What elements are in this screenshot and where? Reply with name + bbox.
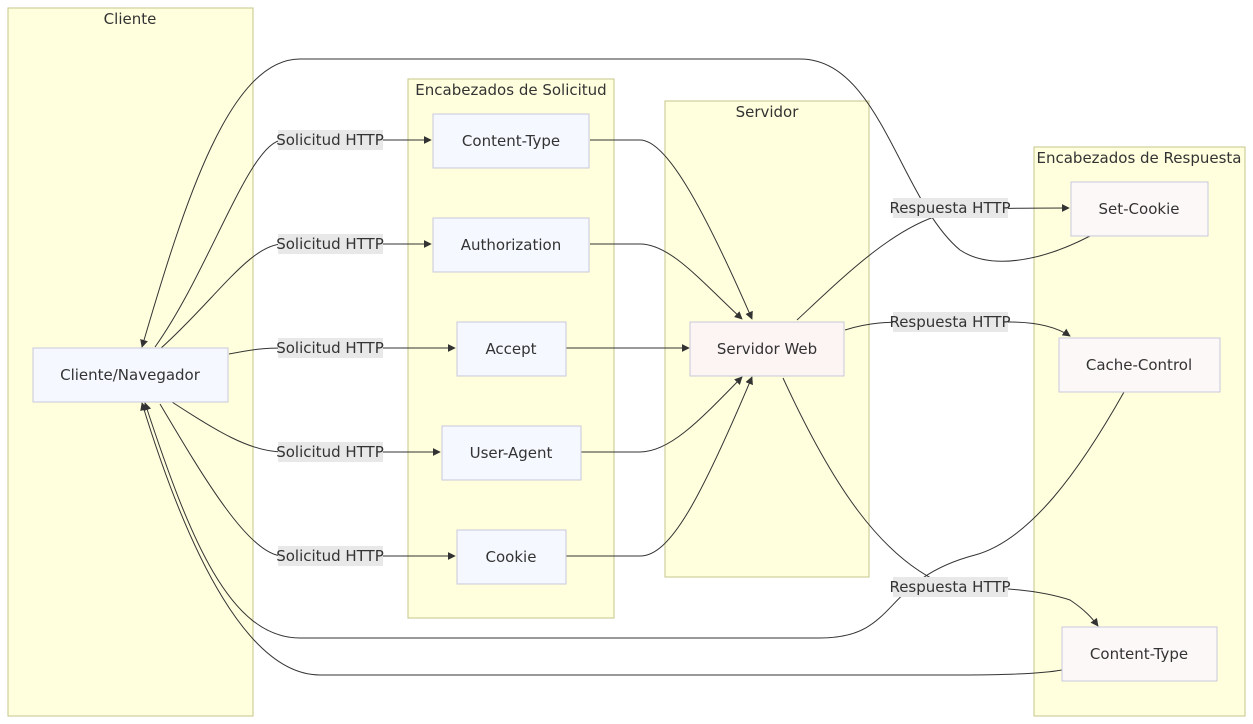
edge-label-response-1: Respuesta HTTP [889,198,1011,218]
edge-label-request-1-text: Solicitud HTTP [276,131,384,149]
edge-label-response-3-text: Respuesta HTTP [889,578,1010,596]
node-browser-label: Cliente/Navegador [60,366,201,384]
edge-set-cookie-to-browser [140,58,1091,348]
edge-cache-control-to-browser [143,391,1125,639]
cluster-response-headers-box [1033,146,1246,717]
edge-label-request-3-bg [278,338,383,358]
node-user-agent-box[interactable] [441,425,582,481]
edge-label-request-1-bg [278,130,383,150]
cluster-response-headers-title: Encabezados de Respuesta [1037,149,1242,167]
edge-authorization-to-server [590,243,743,320]
nodes: Cliente/Navegador Content-Type Authoriza… [32,113,1221,682]
edge-label-response-2-bg [893,312,1008,332]
node-cache-control-box[interactable] [1058,337,1221,393]
edge-label-request-2-text: Solicitud HTTP [276,235,384,253]
edge-browser-to-cookie [159,403,456,560]
edge-label-request-4-bg [278,442,383,462]
edge-browser-to-authorization [159,240,432,350]
node-request-content-type-label: Content-Type [462,132,560,150]
cluster-cliente-title: Cliente [104,10,157,28]
node-browser-box[interactable] [32,347,229,403]
edge-label-request-4: Solicitud HTTP [276,442,384,462]
node-response-content-type[interactable]: Content-Type [1061,626,1218,682]
edge-label-request-1: Solicitud HTTP [276,130,384,150]
edge-label-request-2-bg [278,234,383,254]
node-browser[interactable]: Cliente/Navegador [32,347,229,403]
edge-label-request-4-text: Solicitud HTTP [276,443,384,461]
edge-label-response-3: Respuesta HTTP [889,577,1011,597]
node-cache-control[interactable]: Cache-Control [1058,337,1221,393]
edge-content-type-to-server [590,139,753,320]
node-set-cookie[interactable]: Set-Cookie [1070,181,1209,237]
node-cookie-label: Cookie [486,548,537,566]
node-accept-label: Accept [485,340,536,358]
node-user-agent-label: User-Agent [470,444,553,462]
node-cookie-box[interactable] [456,529,567,585]
edge-browser-to-content-type [154,136,432,348]
edge-label-request-5: Solicitud HTTP [276,546,384,566]
node-web-server-box[interactable] [689,321,845,377]
edge-user-agent-to-server [581,376,743,453]
node-web-server[interactable]: Servidor Web [689,321,845,377]
node-cookie[interactable]: Cookie [456,529,567,585]
edge-label-request-2: Solicitud HTTP [276,234,384,254]
node-user-agent[interactable]: User-Agent [441,425,582,481]
cluster-response-headers: Encabezados de Respuesta [1033,146,1246,717]
node-set-cookie-label: Set-Cookie [1099,200,1180,218]
edge-label-response-2: Respuesta HTTP [889,312,1011,332]
node-authorization[interactable]: Authorization [432,217,590,273]
edge-label-response-1-bg [893,198,1008,218]
cluster-servidor-title: Servidor [736,103,800,121]
cluster-request-headers-title: Encabezados de Solicitud [415,81,606,99]
node-response-content-type-box[interactable] [1061,626,1218,682]
edge-label-response-1-text: Respuesta HTTP [889,199,1010,217]
edge-labels: Solicitud HTTP Solicitud HTTP Solicitud … [276,130,1011,597]
node-request-content-type-box[interactable] [432,113,590,169]
node-response-content-type-label: Content-Type [1090,645,1188,663]
edge-cookie-to-server [566,376,753,557]
node-authorization-box[interactable] [432,217,590,273]
node-cache-control-label: Cache-Control [1086,356,1192,374]
edge-label-response-2-text: Respuesta HTTP [889,313,1010,331]
node-accept-box[interactable] [456,321,567,377]
node-set-cookie-box[interactable] [1070,181,1209,237]
edges [140,58,1125,676]
edge-label-request-3: Solicitud HTTP [276,338,384,358]
edge-label-request-3-text: Solicitud HTTP [276,339,384,357]
edge-label-request-5-text: Solicitud HTTP [276,547,384,565]
node-web-server-label: Servidor Web [717,340,817,358]
node-accept[interactable]: Accept [456,321,567,377]
node-authorization-label: Authorization [461,236,561,254]
edge-content-type-to-browser [140,402,1063,676]
edge-label-request-5-bg [278,546,383,566]
node-request-content-type[interactable]: Content-Type [432,113,590,169]
edge-label-response-3-bg [893,577,1008,597]
